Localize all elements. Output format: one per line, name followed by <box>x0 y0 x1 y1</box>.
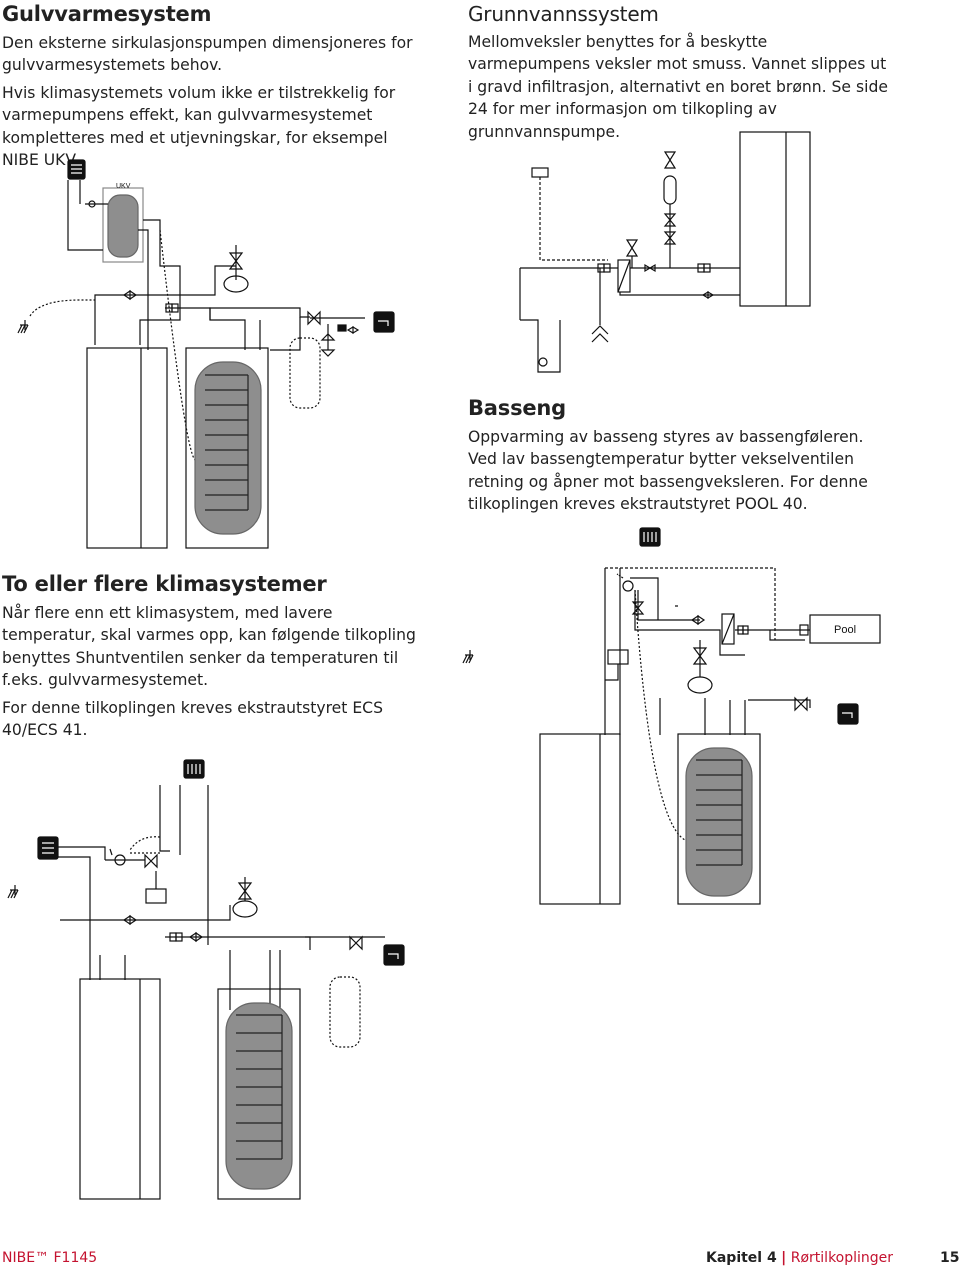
paragraph-gulvvarme-2: Hvis klimasystemets volum ikke er tilstr… <box>2 84 396 170</box>
radiator-icon <box>639 527 661 547</box>
paragraph-klimasystemer-1: Når flere enn ett klimasystem, med laver… <box>2 604 416 690</box>
footer-brand: NIBE™ F1145 <box>2 1250 97 1266</box>
paragraph-gulvvarme-1: Den eksterne sirkulasjonspumpen dimensjo… <box>2 34 413 75</box>
expansion-vessel <box>687 676 713 694</box>
footer-page-number: 15 <box>940 1250 959 1266</box>
paragraph-klimasystemer-2: For denne tilkoplingen kreves ekstrautst… <box>2 699 383 740</box>
diagram-basseng: Pool <box>462 527 881 905</box>
footer-chapter: Kapitel 4 | Rørtilkoplinger <box>706 1250 893 1266</box>
water-heater-cabinet <box>217 988 301 1200</box>
water-heater-cabinet <box>185 347 269 549</box>
ukv-buffer-tank <box>102 187 144 263</box>
paragraph-grunnvann: Mellomveksler benyttes for å beskytte va… <box>468 33 888 141</box>
ukv-label: UKV <box>116 183 131 190</box>
footer-chapter-label: Kapitel 4 <box>706 1250 777 1266</box>
heading-to-eller-flere-klimasystemer: To eller flere klimasystemer <box>2 572 327 596</box>
page-number: 15 <box>940 1250 960 1266</box>
footer-separator: | <box>781 1250 787 1266</box>
heading-basseng: Basseng <box>468 396 567 420</box>
expansion-vessel <box>223 275 249 293</box>
heading-grunnvannssystem: Grunnvannssystem <box>468 2 659 26</box>
footer-chapter-title: Rørtilkoplinger <box>790 1250 894 1266</box>
heat-pump-cabinet <box>539 733 621 905</box>
radiator-icon <box>183 759 205 779</box>
diagram-gulvvarme-ukv: UKV <box>17 159 395 549</box>
heat-pump-cabinet <box>739 131 811 307</box>
diagram-grunnvann <box>519 131 811 373</box>
heading-gulvvarmesystem: Gulvvarmesystem <box>2 2 212 26</box>
water-heater-cabinet <box>677 733 761 905</box>
heat-pump-cabinet <box>79 978 161 1200</box>
hot-water-tap-icon <box>373 311 395 333</box>
hot-water-tap-icon <box>837 703 859 725</box>
hot-water-tap-icon <box>383 944 405 966</box>
pool-label: Pool <box>834 624 856 636</box>
paragraph-basseng: Oppvarming av basseng styres av bassengf… <box>468 428 868 514</box>
expansion-vessel <box>232 900 258 918</box>
heat-pump-cabinet <box>86 347 168 549</box>
pool-box <box>809 614 881 644</box>
footer-brand-text: NIBE™ F1145 <box>2 1250 98 1266</box>
diagram-klimasystemer <box>7 759 405 1200</box>
